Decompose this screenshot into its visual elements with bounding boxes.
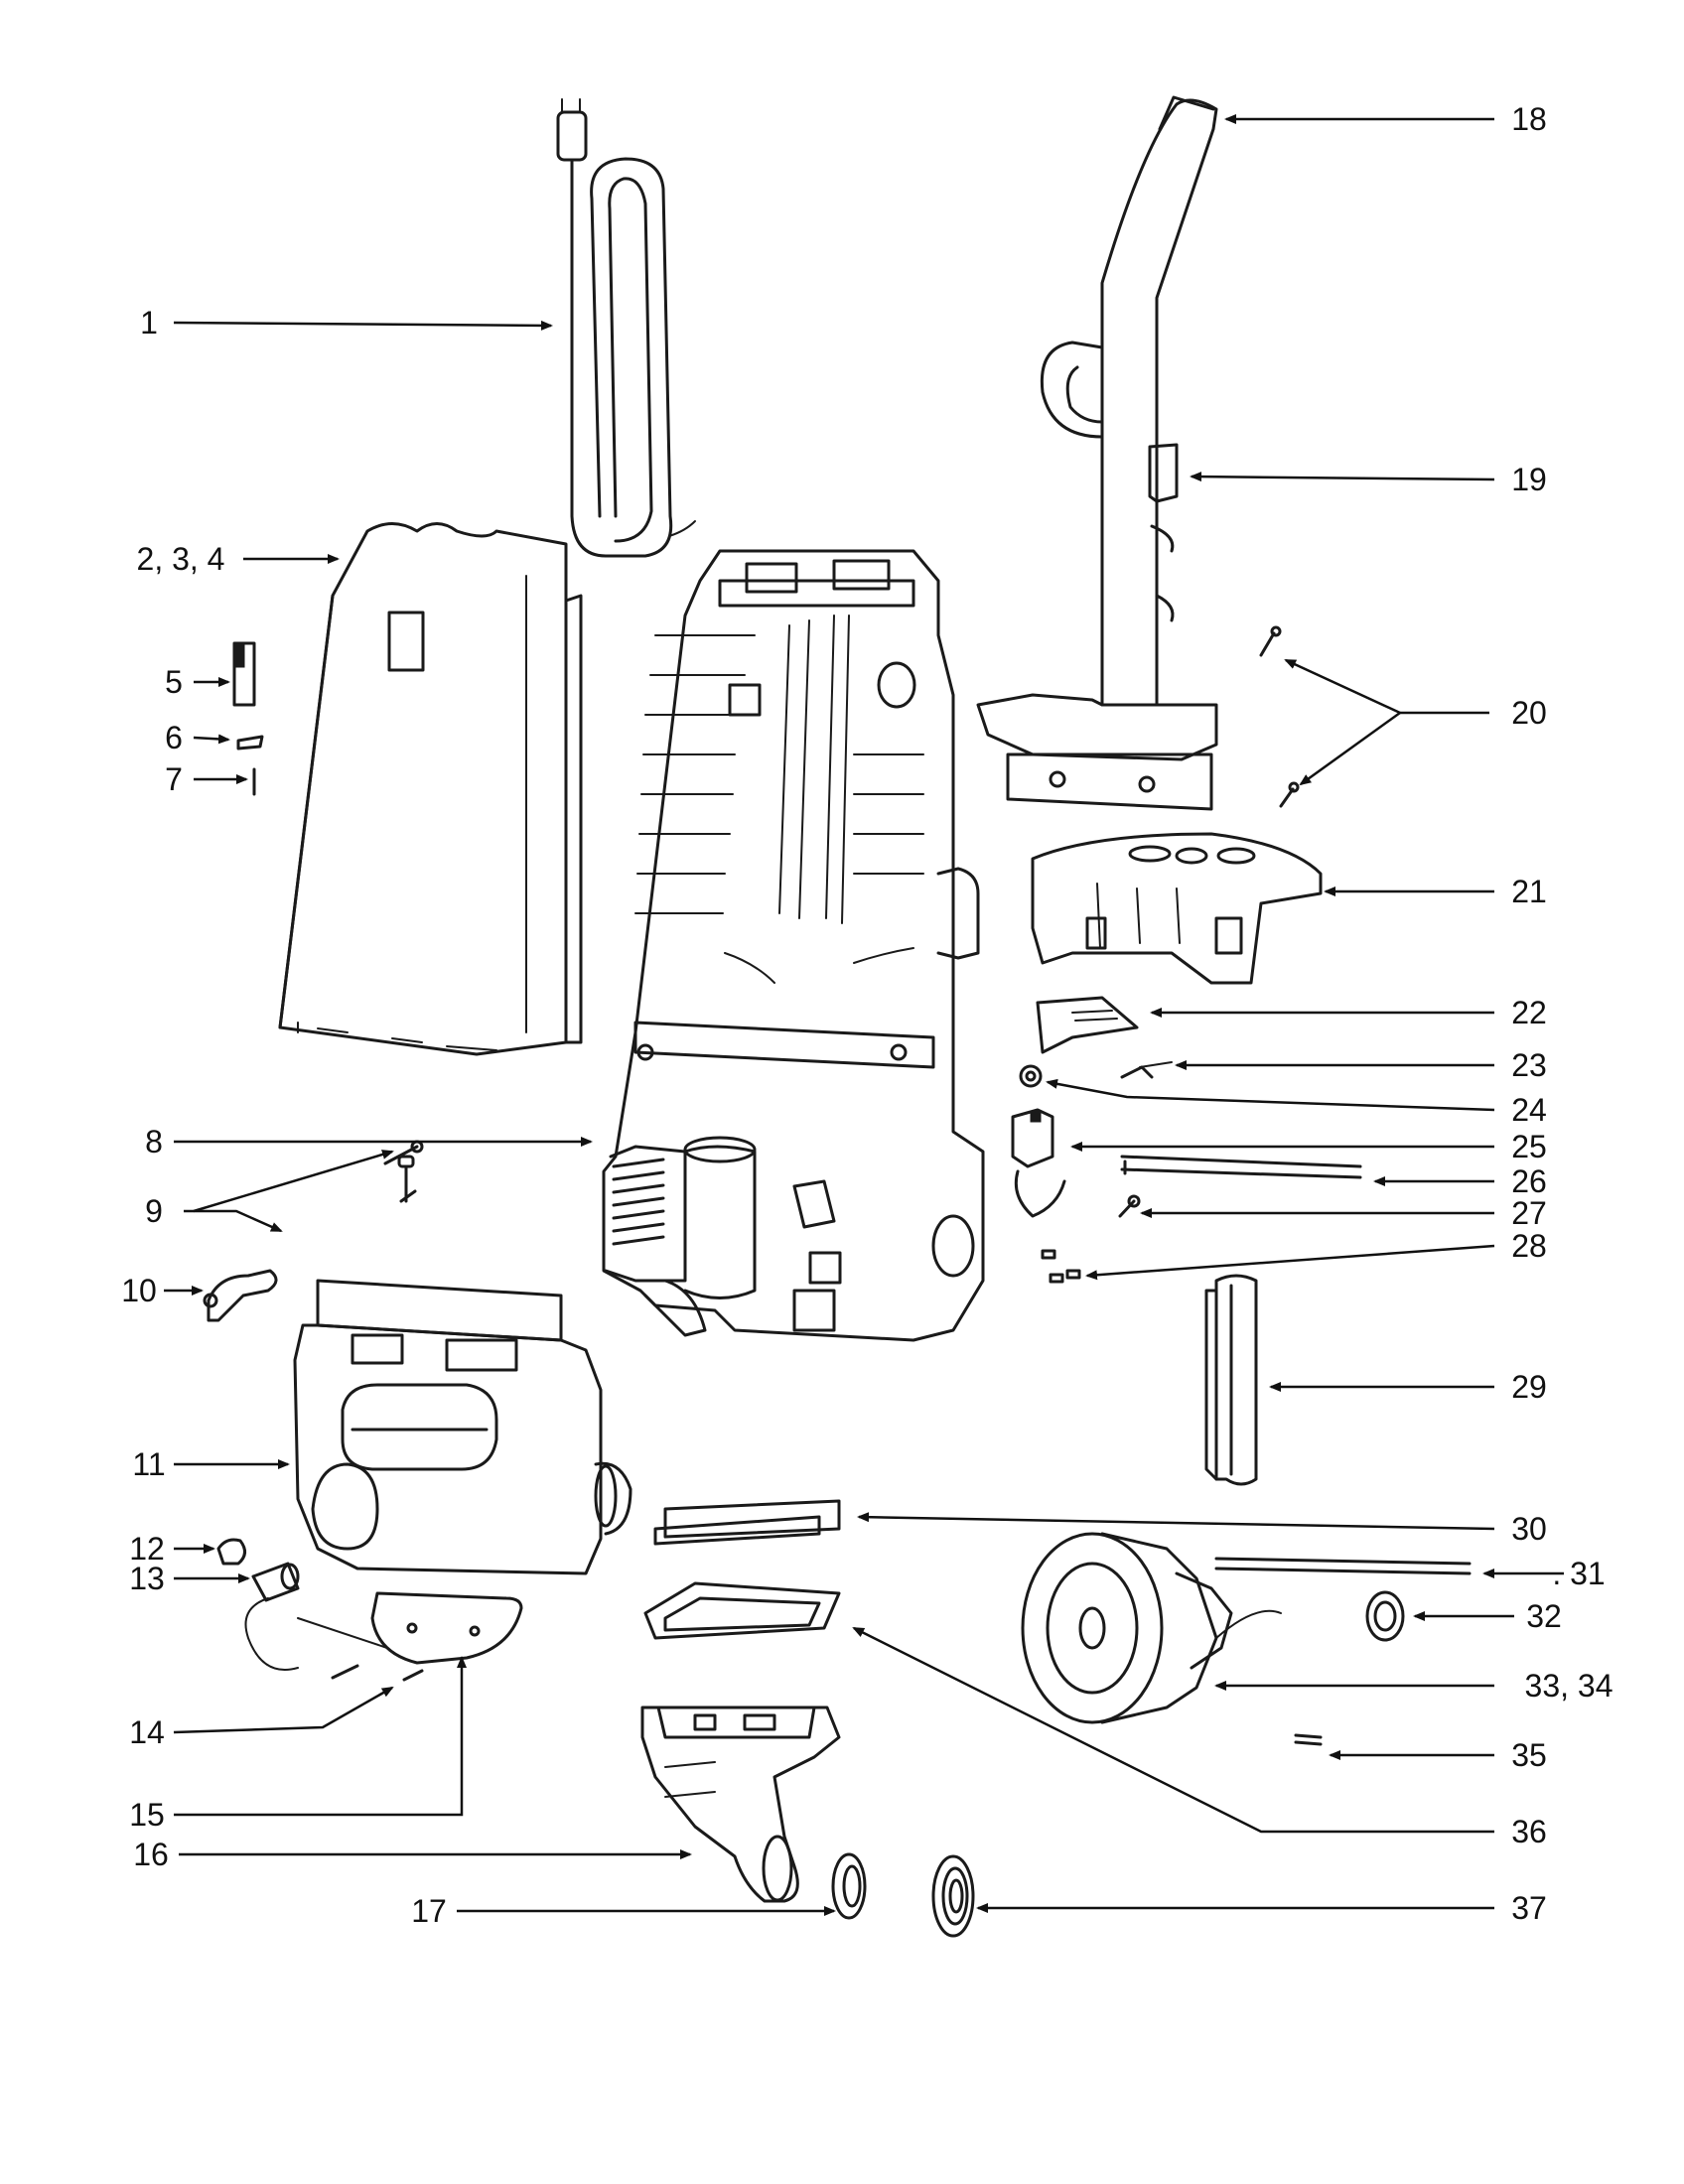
screws-part-9 [383,1140,424,1203]
small-parts-22-28 [1011,996,1362,1284]
filter-housing-duct-part [640,1706,841,1903]
callout-2-3-4: 2, 3, 4 [137,541,225,577]
screws-part-20 [1259,625,1300,808]
callout-labels: 1 2, 3, 4 5 6 7 8 9 10 11 12 13 14 15 16… [121,101,1613,1929]
bracket-part-15 [331,1591,523,1682]
small-hardware-parts-5-7 [232,641,264,796]
callout-11: 11 [132,1446,165,1482]
filter-plates-30-36 [643,1499,841,1640]
callout-12: 12 [129,1531,165,1567]
callout-24: 24 [1511,1092,1547,1128]
ring-parts-17-37 [831,1852,975,1938]
callout-14: 14 [129,1714,165,1750]
callout-20: 20 [1511,695,1547,731]
callout-37: 37 [1511,1890,1547,1926]
callout-28: 28 [1511,1228,1547,1264]
motor-assembly-part [1021,1532,1472,1746]
base-nozzle-part [293,1279,632,1575]
callout-25: 25 [1511,1129,1547,1164]
callout-26: 26 [1511,1163,1547,1199]
clip-part-10 [203,1269,278,1322]
callout-27: 27 [1511,1195,1547,1231]
callout-7: 7 [165,761,183,797]
leader-lines [164,114,1564,1916]
callout-10: 10 [121,1273,157,1308]
callout-8: 8 [145,1124,163,1160]
callout-5: 5 [165,664,183,700]
brush-cover-part [1031,832,1323,985]
blade-part-29 [1204,1274,1258,1486]
callout-29: 29 [1511,1369,1547,1405]
callout-36: 36 [1511,1814,1547,1849]
callout-9: 9 [145,1193,163,1229]
front-cover-part [278,522,583,1056]
callout-35: 35 [1511,1737,1547,1773]
callout-13: 13 [129,1561,165,1596]
callout-1: 1 [140,305,158,341]
callout-33-34: 33, 34 [1525,1668,1614,1704]
callout-22: 22 [1511,995,1547,1030]
callout-31: . 31 [1552,1556,1605,1591]
callout-6: 6 [165,720,183,755]
callout-19: 19 [1511,462,1547,497]
callout-18: 18 [1511,101,1547,137]
handle-tube-part [976,95,1218,811]
callout-30: 30 [1511,1511,1547,1547]
power-cord-part [556,98,696,558]
callout-21: 21 [1511,874,1547,909]
callout-15: 15 [129,1797,165,1833]
main-housing-part [602,549,985,1342]
callout-16: 16 [133,1837,169,1872]
switch-parts-12-13 [216,1538,388,1671]
callout-23: 23 [1511,1047,1547,1083]
callout-17: 17 [411,1893,447,1929]
callout-32: 32 [1526,1598,1562,1634]
